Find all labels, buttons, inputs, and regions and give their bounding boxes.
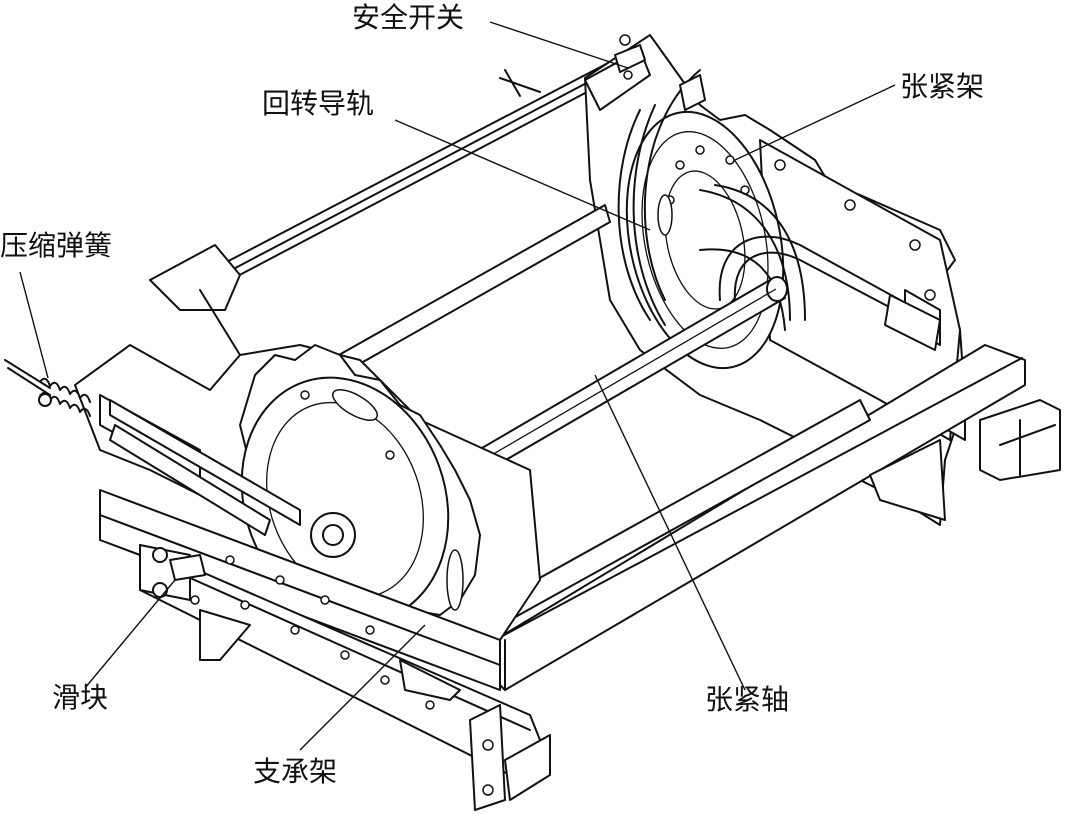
middle-rail (329, 204, 611, 376)
front-top-rail (109, 399, 301, 536)
front-foot-bracket (469, 704, 551, 811)
leader-slider (84, 579, 176, 689)
leader-tension-frame (734, 84, 896, 161)
leader-rotary-guide (394, 119, 651, 231)
label-slider: 滑块 (52, 681, 109, 714)
leader-tension-shaft (594, 374, 746, 691)
slider-block (139, 544, 206, 601)
compression-spring (4, 359, 91, 417)
label-compression-spring: 压缩弹簧 (0, 229, 113, 262)
leader-compression-spring (19, 271, 49, 379)
label-tension-frame: 张紧架 (900, 70, 985, 103)
label-tension-shaft: 张紧轴 (705, 683, 790, 716)
safety-switch-bracket (584, 34, 706, 111)
front-cross-beam (494, 344, 1061, 691)
leader-support-frame (299, 624, 426, 751)
leader-lines (19, 21, 896, 751)
front-gear-disc (239, 344, 481, 624)
leader-safety-switch (489, 21, 629, 69)
rotary-guide-rail (617, 69, 806, 331)
support-frame (99, 489, 541, 781)
label-support-frame: 支承架 (253, 755, 338, 788)
tension-frame-bracket (718, 235, 941, 351)
label-safety-switch: 安全开关 (352, 1, 465, 34)
label-rotary-guide: 回转导轨 (262, 87, 375, 120)
